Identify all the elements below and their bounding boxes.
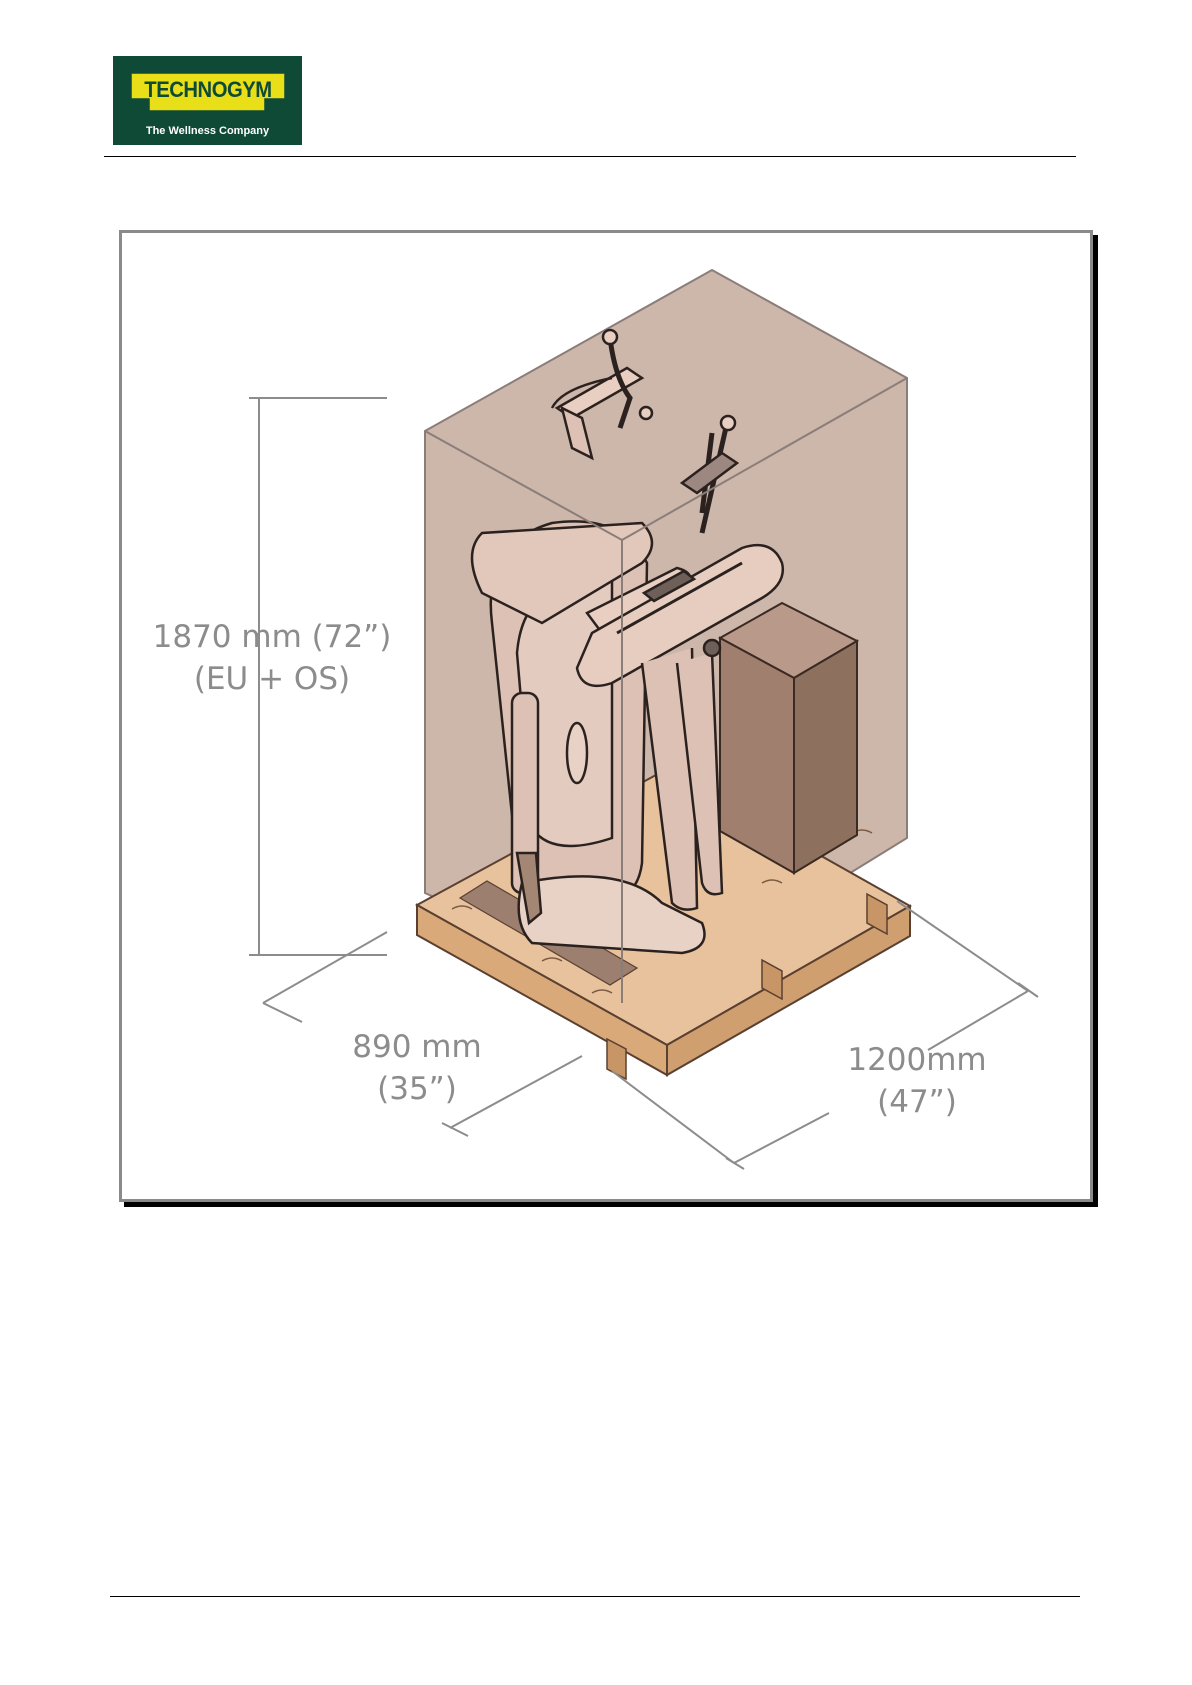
packaging-dimensions-figure: 1870 mm (72”) (EU + OS) 890 mm (35”) 120… (119, 230, 1093, 1202)
height-dimension-label: 1870 mm (72”) (EU + OS) (152, 616, 392, 700)
length-imperial: (47”) (822, 1081, 1012, 1123)
length-dimension-label: 1200mm (47”) (822, 1039, 1012, 1123)
accessory-box (720, 603, 857, 873)
footer-rule (110, 1596, 1080, 1597)
width-dimension-label: 890 mm (35”) (317, 1026, 517, 1110)
length-value: 1200mm (822, 1039, 1012, 1081)
technogym-logo: TECHNOGYM The Wellness Company (113, 56, 302, 145)
width-value: 890 mm (317, 1026, 517, 1068)
logo-wordmark: TECHNOGYM (133, 77, 282, 103)
height-note: (EU + OS) (152, 658, 392, 700)
height-value: 1870 mm (72”) (152, 616, 392, 658)
logo-tagline: The Wellness Company (113, 125, 302, 137)
width-imperial: (35”) (317, 1068, 517, 1110)
header-rule (104, 156, 1076, 157)
